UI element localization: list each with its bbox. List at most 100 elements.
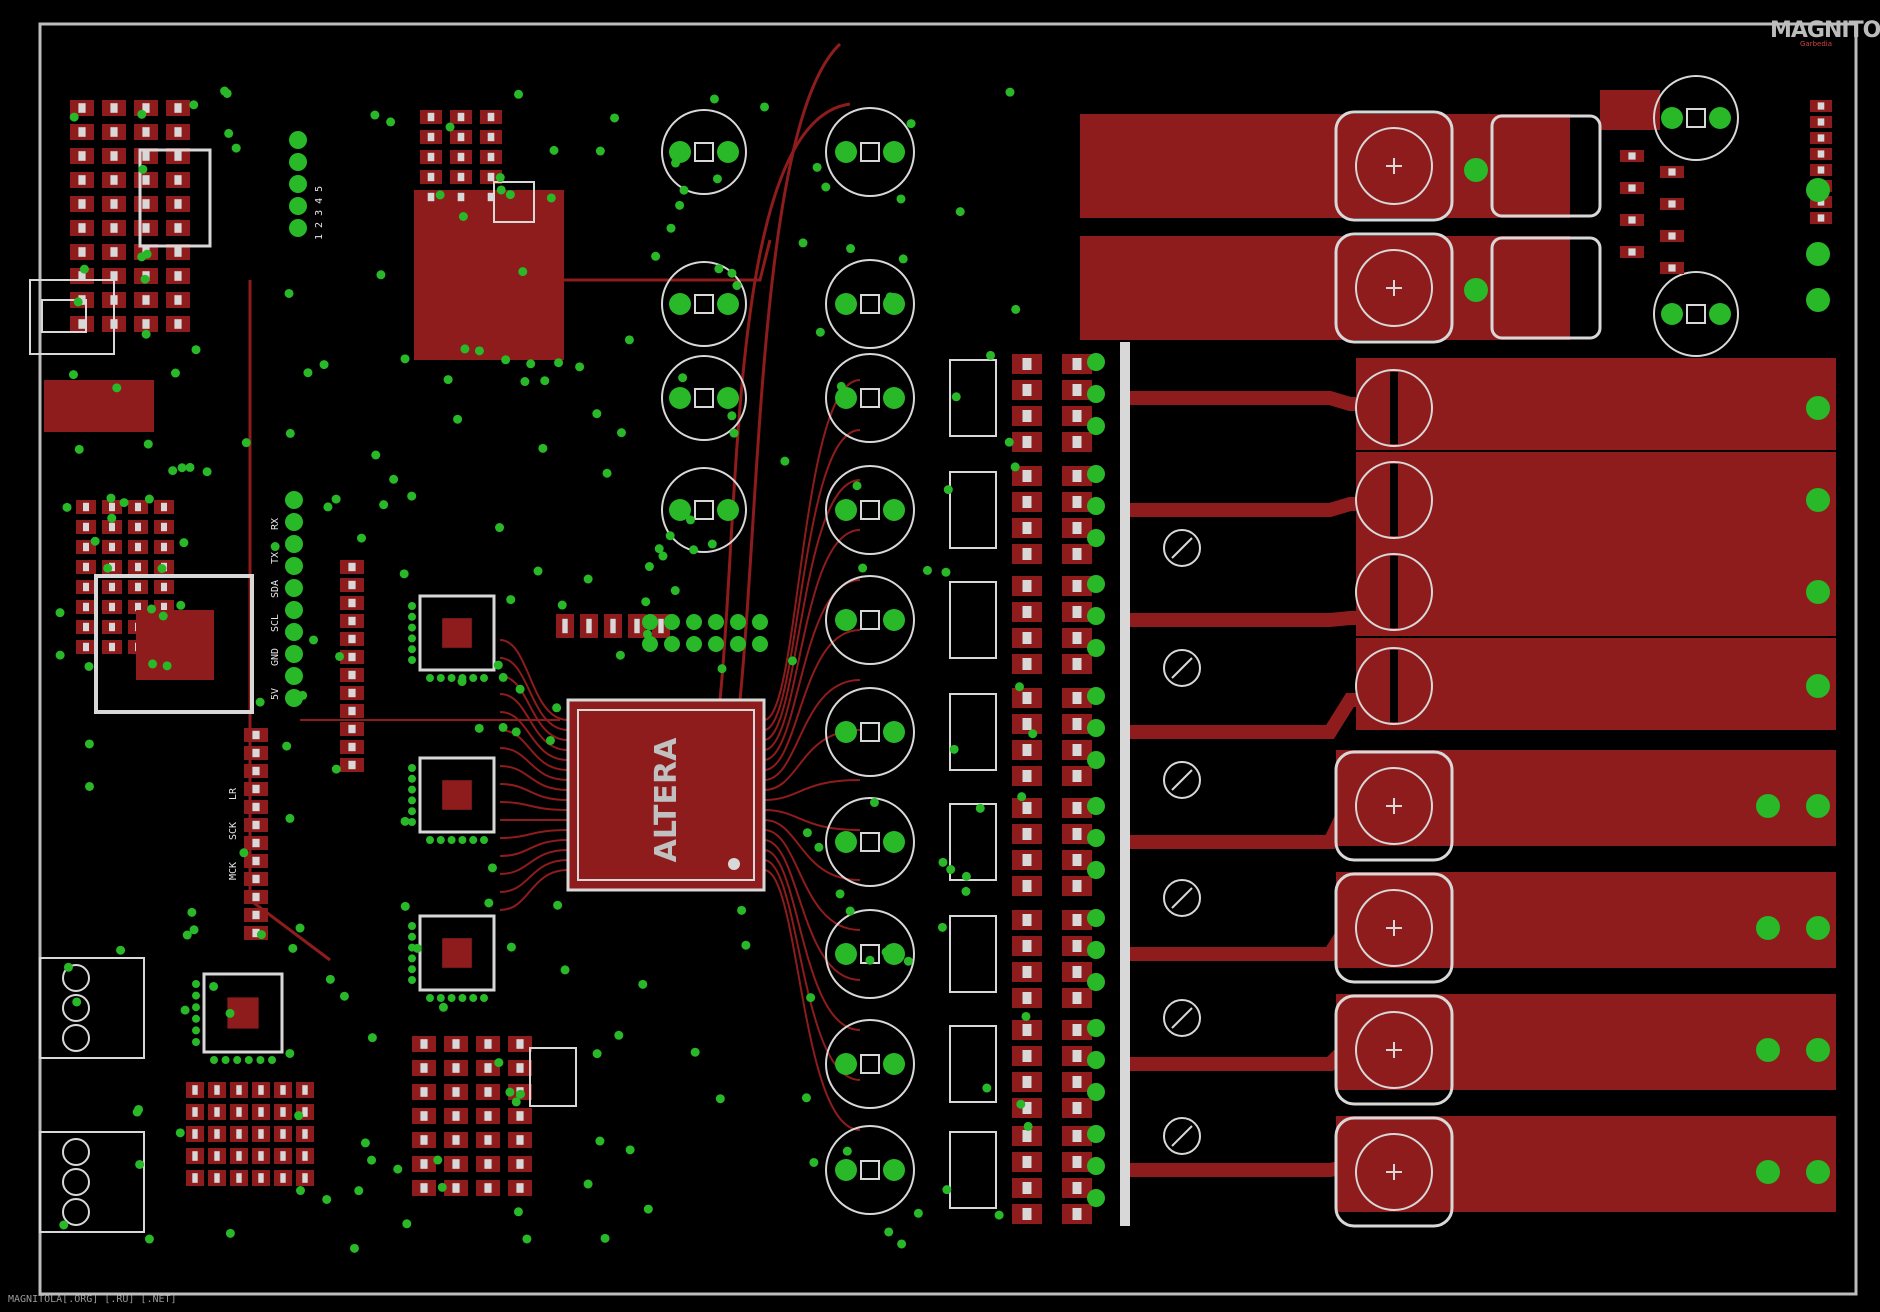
smd-mark — [516, 1159, 524, 1169]
smd-mark — [1072, 384, 1082, 396]
via — [679, 185, 689, 195]
smd-mark — [252, 766, 260, 776]
smd-mark — [484, 1111, 492, 1121]
smd-mark — [1072, 410, 1082, 422]
smd-mark — [161, 542, 167, 552]
pad-large — [1806, 1160, 1830, 1184]
via — [842, 1146, 852, 1156]
pad-round — [1087, 829, 1105, 847]
pad-round — [1087, 607, 1105, 625]
capacitor-outline — [661, 261, 747, 347]
smd-mark — [1022, 854, 1032, 866]
watermark-tagline: Garbedia — [1800, 40, 1833, 48]
header-pin — [642, 614, 658, 630]
header-pin — [289, 175, 307, 193]
ic-pin — [436, 674, 445, 682]
via — [715, 1094, 725, 1104]
via — [975, 803, 985, 813]
ic-pin — [192, 1038, 200, 1046]
via — [389, 474, 399, 484]
driver-ic-outline — [949, 471, 997, 549]
header-pin — [285, 557, 303, 575]
vias — [55, 86, 1830, 1253]
capacitor-outline — [825, 259, 915, 349]
via — [638, 979, 648, 989]
via — [595, 146, 605, 156]
via — [285, 813, 295, 823]
smd-mark — [1022, 718, 1032, 730]
via — [62, 502, 72, 512]
smd-mark — [109, 622, 115, 632]
smd-mark — [348, 634, 356, 644]
smd-mark — [142, 295, 150, 305]
via — [386, 117, 396, 127]
ic-pin — [192, 1003, 200, 1012]
via — [443, 375, 453, 385]
smd-mark — [161, 582, 167, 592]
pad-round — [1087, 353, 1105, 371]
smd-mark — [109, 522, 115, 532]
via — [68, 370, 78, 380]
capacitor-pad — [717, 293, 739, 315]
via — [760, 102, 770, 112]
smd-mark — [110, 199, 118, 209]
capacitor-outline — [825, 353, 915, 443]
via — [501, 355, 511, 365]
via — [801, 1093, 811, 1103]
ic-pin — [408, 922, 416, 930]
smd-mark — [135, 582, 141, 592]
via — [546, 193, 556, 203]
pad-round — [1087, 639, 1105, 657]
smd-mark — [214, 1129, 220, 1139]
smd-mark — [280, 1085, 286, 1095]
via — [209, 981, 219, 991]
via — [814, 842, 824, 852]
smd-mark — [487, 132, 495, 142]
smd-mark — [427, 192, 435, 202]
smd-mark — [1022, 802, 1032, 814]
smd-mark — [1072, 1024, 1082, 1036]
signal-trace — [718, 102, 851, 701]
smd-mark — [174, 175, 182, 185]
via — [717, 664, 727, 674]
via — [737, 905, 747, 915]
footer-text: MAGNITOLA[.ORG] [.RU] [.NET] — [8, 1294, 177, 1305]
smd-mark — [484, 1135, 492, 1145]
via — [474, 723, 484, 733]
capacitor-pad — [717, 387, 739, 409]
ic-pin — [447, 994, 456, 1002]
via — [284, 288, 294, 298]
signal-trace — [763, 849, 861, 1031]
smd-mark — [457, 132, 465, 142]
capacitor-pad — [835, 1159, 857, 1181]
via — [407, 491, 417, 501]
smd-mark — [1072, 1102, 1082, 1114]
smd-mark — [142, 199, 150, 209]
capacitor-outline — [825, 107, 915, 197]
via — [526, 359, 536, 369]
via — [74, 444, 84, 454]
pad-round — [1087, 909, 1105, 927]
smd-mark — [302, 1151, 308, 1161]
pad-large — [1756, 1038, 1780, 1062]
smd-mark — [484, 1039, 492, 1049]
via — [400, 354, 410, 364]
smd-mark — [516, 1183, 524, 1193]
inductor-gap — [1390, 372, 1398, 444]
via — [511, 727, 521, 737]
pad-large — [1806, 242, 1830, 266]
ic-pin — [458, 836, 467, 844]
pad-large — [1464, 278, 1488, 302]
copper-pour — [1356, 358, 1836, 450]
smd-mark — [420, 1087, 428, 1097]
smd-mark — [1022, 770, 1032, 782]
smd-mark — [302, 1129, 308, 1139]
via — [506, 595, 516, 605]
capacitor-outline — [825, 687, 915, 777]
via — [137, 109, 147, 119]
ic-pin — [408, 818, 416, 826]
capacitor-pad — [883, 387, 905, 409]
smd-mark — [420, 1063, 428, 1073]
connector-bar — [1120, 342, 1130, 454]
